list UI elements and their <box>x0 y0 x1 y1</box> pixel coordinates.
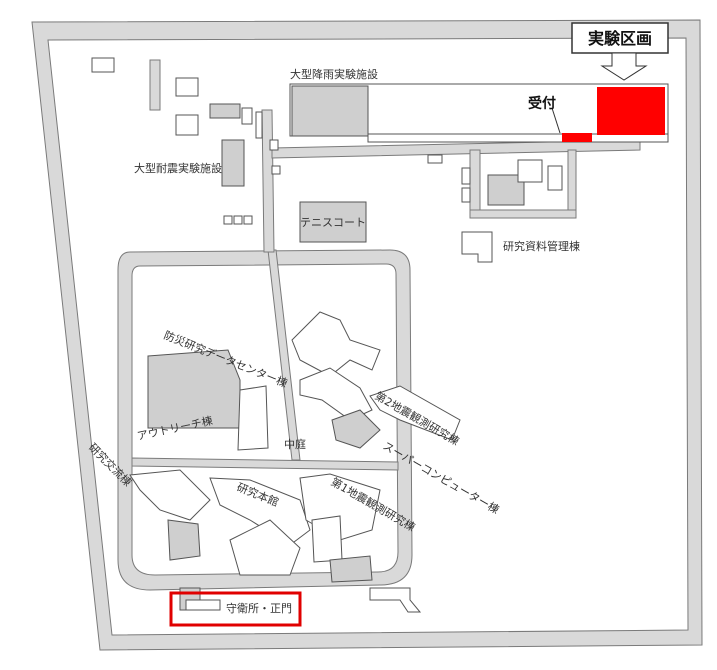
main-gate-building <box>185 599 221 611</box>
cross-roads <box>131 59 641 471</box>
callout-arrow <box>600 52 648 81</box>
reception-leader-line <box>551 107 561 134</box>
research-archive-buildings <box>427 154 563 263</box>
rain-facility-label: 大型降雨実験施設 <box>290 67 378 81</box>
courtyard-label: 中庭 <box>284 437 306 451</box>
tennis-court-label: テニスコート <box>300 216 366 229</box>
perimeter-road <box>31 19 703 651</box>
callout-box <box>571 22 669 54</box>
inner-loop-road <box>117 249 413 591</box>
callout-label: 実験区画 <box>588 29 652 48</box>
seismic-facility-buildings <box>91 57 281 225</box>
main-gate-label: 守衛所・正門 <box>226 601 292 615</box>
central-building-complex <box>237 311 461 451</box>
reception-marker <box>562 133 592 142</box>
experiment-area-callout: 実験区画 <box>571 22 669 81</box>
seismic-facility-label: 大型耐震実験施設 <box>134 161 222 175</box>
reception-label: 受付 <box>528 95 556 112</box>
rain-facility-block <box>291 85 369 137</box>
southern-building-complex <box>129 469 422 613</box>
tennis-court <box>299 201 367 243</box>
experiment-area-marker <box>597 87 665 135</box>
main-gate-highlight <box>169 591 302 627</box>
research-archive-label: 研究資料管理棟 <box>503 239 580 253</box>
rain-facility-strip <box>367 133 669 143</box>
